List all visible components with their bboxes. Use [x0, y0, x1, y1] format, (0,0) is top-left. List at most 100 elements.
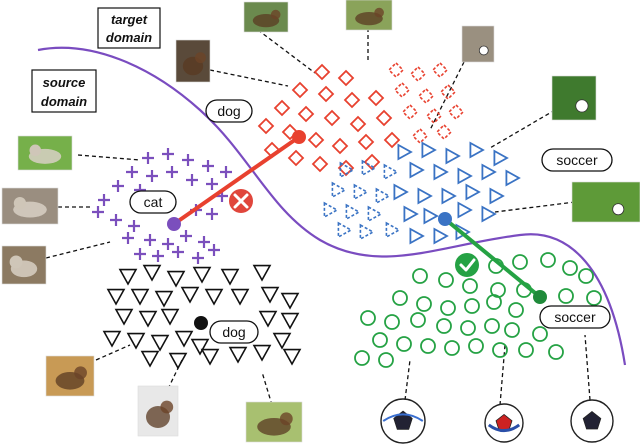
soccer-source-marker: [440, 300, 456, 316]
dog-target-marker: [431, 61, 449, 79]
soccer-target-marker: [445, 147, 461, 165]
soccer-target-marker: [353, 183, 369, 201]
dog-target-marker: [273, 99, 291, 117]
leader-line: [77, 154, 141, 161]
soccer-target-marker: [367, 205, 383, 223]
source-domain-text-1: source: [43, 75, 86, 90]
soccer-target-marker: [359, 223, 375, 241]
wrong-mapping-line: [172, 135, 301, 226]
soccer-target-marker: [361, 159, 377, 177]
soccer-source-marker: [360, 310, 376, 326]
cat-label: cat: [129, 190, 177, 214]
cat-marker: [126, 166, 138, 178]
dog-target-marker: [313, 63, 331, 81]
dog-source-marker: [126, 332, 146, 350]
dog-source-marker: [260, 286, 280, 304]
dog-source-marker: [204, 288, 224, 306]
soccer-target-marker: [469, 141, 485, 159]
dog-source-marker: [200, 348, 220, 366]
leader-line: [45, 241, 111, 259]
soccer-target-label: soccer: [541, 148, 613, 172]
leader-line: [499, 344, 506, 406]
soccer-source-marker: [558, 288, 574, 304]
cat-marker: [182, 154, 194, 166]
dog-source-marker: [138, 310, 158, 328]
soccer-source-label: soccer: [539, 305, 611, 329]
soccer-target-marker: [323, 201, 339, 219]
soccer-target-marker: [409, 227, 425, 245]
dog-target-marker: [307, 131, 325, 149]
dog-source-marker: [150, 334, 170, 352]
cat-centroid-dot: [167, 217, 181, 231]
leader-line: [261, 371, 273, 406]
dog-target-marker: [337, 159, 355, 177]
dog-source-marker: [252, 344, 272, 362]
cat-marker: [134, 248, 146, 260]
cat-marker: [206, 208, 218, 220]
dog-target-marker: [387, 61, 405, 79]
soccer-player-photo: [551, 75, 597, 121]
leader-line: [494, 201, 576, 213]
dog-target-marker: [383, 131, 401, 149]
dog-source-label: dog: [209, 320, 259, 344]
soccer-target-marker: [393, 183, 409, 201]
dog-target-marker: [439, 83, 457, 101]
dog-target-marker: [375, 109, 393, 127]
soccer-source-marker: [396, 336, 412, 352]
soccer-target-centroid-dot: [438, 212, 452, 226]
soccer-source-marker: [460, 320, 476, 336]
cat-marker: [206, 178, 218, 190]
soccer-source-centroid-dot: [533, 290, 547, 304]
soccer-ball-blue-photo: [380, 398, 426, 444]
soccer-source-marker: [372, 332, 388, 348]
dog-source-marker: [174, 330, 194, 348]
soccer-source-marker: [354, 350, 370, 366]
cat-marker: [152, 250, 164, 262]
dog-source-marker: [168, 352, 188, 370]
cat-marker: [110, 214, 122, 226]
dog-source-marker: [192, 266, 212, 284]
dog-target-cluster: [257, 61, 465, 177]
dog-target-marker: [291, 81, 309, 99]
dog-target-marker: [323, 109, 341, 127]
cat-marker: [202, 160, 214, 172]
soccer-source-marker: [436, 318, 452, 334]
cat-marker: [220, 166, 232, 178]
soccer-source-marker: [518, 342, 534, 358]
dog-source-marker: [220, 268, 240, 286]
dog-target-text: dog: [217, 103, 240, 119]
target-domain-text-1: target: [111, 12, 148, 27]
dog-source-marker: [280, 292, 300, 310]
soccer-target-marker: [339, 161, 355, 179]
soccer-target-marker: [385, 221, 401, 239]
dog-target-marker: [281, 123, 299, 141]
dog-source-marker: [190, 338, 210, 356]
dog-source-marker: [102, 330, 122, 348]
soccer-source-marker: [438, 272, 454, 288]
soccer-source-marker: [464, 298, 480, 314]
soccer-target-marker: [441, 187, 457, 205]
cat-marker: [162, 238, 174, 250]
dog-target-marker: [331, 137, 349, 155]
soccer-target-marker: [465, 183, 481, 201]
cat-marker: [208, 244, 220, 256]
soccer-target-marker: [337, 221, 353, 239]
dog-source-marker: [114, 308, 134, 326]
dog-target-marker: [411, 127, 429, 145]
cat-marker: [144, 234, 156, 246]
soccer-source-marker: [578, 268, 594, 284]
cat-marker: [198, 236, 210, 248]
dog-source-cluster: [102, 264, 302, 370]
cat-text: cat: [144, 194, 163, 210]
soccer-source-marker: [444, 340, 460, 356]
dog-source-marker: [282, 348, 302, 366]
dog-source-marker: [154, 290, 174, 308]
soccer-source-marker: [532, 326, 548, 342]
soccer-source-marker: [486, 294, 502, 310]
soccer-target-marker: [433, 163, 449, 181]
target-domain-label: target domain: [97, 7, 161, 49]
soccer-source-marker: [420, 338, 436, 354]
dog-target-marker: [447, 103, 465, 121]
